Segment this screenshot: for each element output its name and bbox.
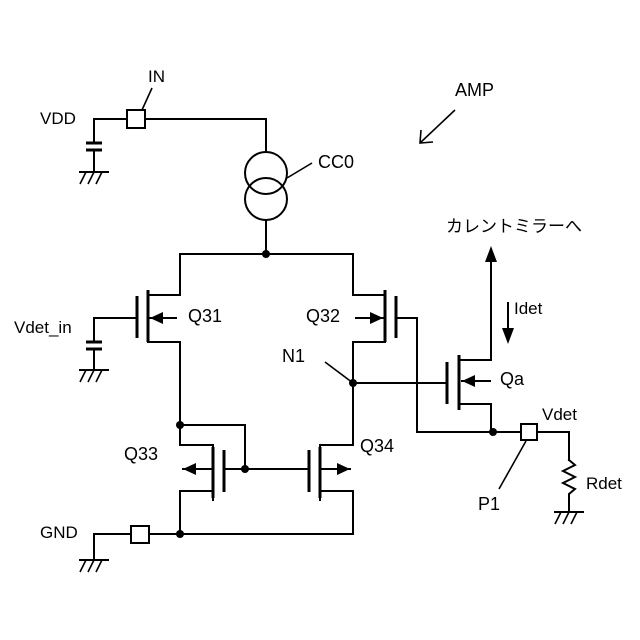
q31-transistor	[137, 290, 180, 342]
vdet-in-capacitor	[86, 342, 102, 370]
cc0-label: CC0	[318, 152, 354, 172]
q34-label: Q34	[360, 436, 394, 456]
vdd-ground-symbol	[80, 172, 108, 184]
junction-dot	[262, 250, 270, 258]
n1-leader-line	[325, 362, 353, 383]
current-mirror-label: カレントミラーへ	[446, 217, 582, 236]
rdet-label: Rdet	[586, 474, 622, 493]
vdet-in-ground-symbol	[80, 370, 108, 382]
vdd-label: VDD	[40, 109, 76, 128]
q32-label: Q32	[306, 306, 340, 326]
q33-transistor	[180, 445, 224, 534]
idet-label: Idet	[514, 299, 543, 318]
qa-transistor	[447, 355, 491, 410]
in-leader-line	[142, 88, 152, 110]
gnd-label: GND	[40, 523, 78, 542]
vdet-in-wire	[94, 318, 137, 342]
vdet-in-label: Vdet_in	[14, 318, 72, 337]
to-mirror-arrow	[485, 246, 497, 262]
rdet-ground-symbol	[555, 512, 583, 524]
q32-transistor	[353, 290, 396, 342]
cc0-current-source	[245, 152, 312, 220]
amp-label: AMP	[455, 80, 494, 100]
q34-transistor	[309, 445, 353, 534]
q33-label: Q33	[124, 444, 158, 464]
in-label: IN	[148, 67, 165, 86]
idet-arrow	[502, 303, 514, 344]
p1-label: P1	[478, 494, 500, 514]
mirror-gate-junction-dot	[241, 465, 249, 473]
q32-gate-feedback-wire	[396, 318, 493, 432]
in-pad	[127, 110, 145, 128]
qa-label: Qa	[500, 369, 525, 389]
p1-leader-line	[499, 441, 526, 489]
n1-label: N1	[282, 346, 305, 366]
rdet-top-wire	[537, 432, 569, 460]
vdd-wiring	[94, 119, 266, 152]
vdd-capacitor	[86, 143, 102, 172]
gnd-pad	[131, 526, 149, 543]
amp-pointer-arrow	[420, 110, 455, 143]
gnd-wire	[94, 534, 131, 560]
gnd-ground-symbol	[80, 560, 108, 572]
gnd-junction-dot	[176, 530, 184, 538]
q31-label: Q31	[188, 306, 222, 326]
vdet-label: Vdet	[542, 405, 577, 424]
rdet-resistor	[563, 460, 575, 512]
diff-pair-top-rail	[180, 254, 353, 295]
p1-pad	[521, 424, 537, 440]
